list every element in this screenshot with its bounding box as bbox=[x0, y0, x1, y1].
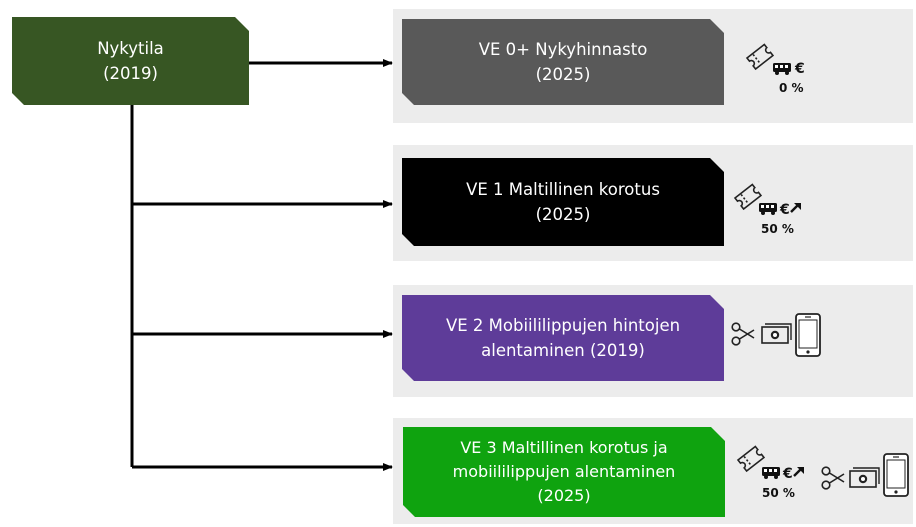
scenario-box-ve3: VE 3 Maltillinen korotus ja mobiililippu… bbox=[403, 427, 725, 517]
bus-icon bbox=[759, 203, 777, 215]
scissors-icon bbox=[821, 466, 845, 490]
ve0-icon-group: € 0 % bbox=[745, 36, 825, 100]
euro-icon: € bbox=[779, 202, 790, 218]
mobile-phone-icon bbox=[795, 313, 821, 357]
scenario-ve2-line1: VE 2 Mobiililippujen hintojen bbox=[445, 316, 681, 335]
up-arrow-icon bbox=[793, 467, 804, 477]
up-arrow-icon bbox=[790, 203, 801, 213]
ticket-icon bbox=[745, 43, 775, 71]
banknote-icon bbox=[761, 323, 792, 344]
ve3-percent: 50 % bbox=[762, 486, 795, 500]
mobile-phone-icon bbox=[883, 453, 909, 497]
root-label-line1: Nykytila bbox=[97, 39, 164, 58]
banknote-icon bbox=[849, 467, 880, 488]
scenario-box-ve2: VE 2 Mobiililippujen hintojen alentamine… bbox=[402, 295, 724, 381]
scenario-ve1-line1: VE 1 Maltillinen korotus bbox=[466, 180, 660, 199]
ve2-icon-group bbox=[730, 312, 830, 362]
scenario-ve2-line2: alentaminen (2019) bbox=[481, 341, 645, 360]
ve1-percent: 50 % bbox=[761, 222, 794, 236]
scenario-ve0-line2: (2025) bbox=[535, 65, 591, 84]
root-label-line2: (2019) bbox=[103, 64, 158, 83]
bus-icon bbox=[773, 63, 791, 75]
ve1-icon-group: € 50 % bbox=[733, 176, 813, 240]
ticket-icon bbox=[733, 183, 763, 211]
scenario-ve0-line1: VE 0+ Nykyhinnasto bbox=[478, 40, 648, 59]
scenario-ve3-line2: mobiililippujen alentaminen bbox=[452, 462, 676, 481]
scenario-ve1-line2: (2025) bbox=[535, 205, 591, 224]
scenario-ve3-line1: VE 3 Maltillinen korotus ja bbox=[460, 438, 668, 457]
ve0-percent: 0 % bbox=[779, 81, 804, 95]
scenario-ve3-line3: (2025) bbox=[537, 486, 591, 505]
euro-icon: € bbox=[794, 61, 805, 77]
scenario-box-ve0: VE 0+ Nykyhinnasto (2025) bbox=[402, 19, 724, 105]
scissors-icon bbox=[731, 322, 755, 346]
root-node: Nykytila (2019) bbox=[12, 17, 249, 105]
bus-icon bbox=[762, 467, 780, 479]
euro-icon: € bbox=[782, 466, 793, 482]
ticket-icon bbox=[736, 445, 766, 473]
ve3-icon-group: € 50 % bbox=[736, 438, 916, 502]
scenario-box-ve1: VE 1 Maltillinen korotus (2025) bbox=[402, 158, 724, 246]
